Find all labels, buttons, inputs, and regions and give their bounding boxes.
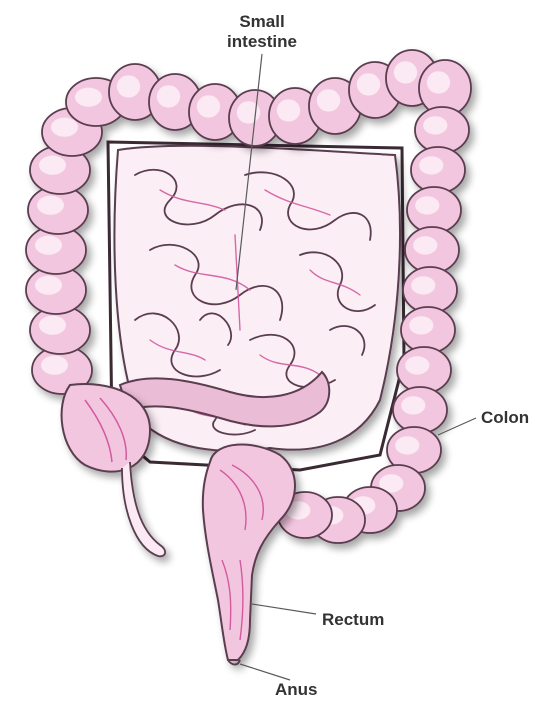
colon-haustrum-highlight (423, 116, 447, 134)
anus-label: Anus (275, 680, 318, 700)
colon-haustrum-highlight (35, 276, 62, 295)
colon-haustrum-highlight (357, 73, 380, 95)
colon-haustrum-highlight (39, 316, 66, 335)
small-intestine (114, 146, 400, 451)
colon-haustrum-highlight (41, 356, 68, 375)
colon-label: Colon (481, 408, 529, 428)
colon-haustrum-highlight (317, 89, 340, 111)
colon-haustrum-highlight (411, 276, 435, 294)
rectum (203, 445, 295, 665)
appendix (122, 462, 165, 556)
small-intestine-label-line1: Small (207, 12, 317, 32)
colon-haustrum-highlight (401, 396, 425, 414)
colon-haustrum-highlight (277, 99, 300, 121)
small-intestine-label-line2: intestine (207, 32, 317, 52)
colon-haustrum-highlight (51, 118, 78, 137)
colon-haustrum-highlight (197, 95, 220, 117)
colon-haustrum-highlight (409, 316, 433, 334)
colon-haustrum-highlight (405, 356, 429, 374)
colon-haustrum-highlight (157, 85, 180, 107)
colon-haustrum-highlight (394, 61, 417, 83)
small-intestine-label: Small intestine (207, 12, 317, 52)
colon-haustrum-highlight (75, 88, 102, 107)
colon-haustrum-highlight (39, 156, 66, 175)
colon-haustrum-highlight (35, 236, 62, 255)
rectum-label: Rectum (322, 610, 384, 630)
rectum-leader (252, 604, 316, 614)
colon-haustrum-highlight (395, 436, 419, 454)
colon-haustrum-highlight (117, 75, 140, 97)
colon-haustrum-highlight (413, 236, 437, 254)
anus-leader (240, 664, 290, 680)
colon-haustrum-highlight (415, 196, 439, 214)
colon-haustrum-highlight (37, 196, 64, 215)
colon-haustrum-highlight (427, 71, 450, 93)
colon-haustrum-highlight (419, 156, 443, 174)
